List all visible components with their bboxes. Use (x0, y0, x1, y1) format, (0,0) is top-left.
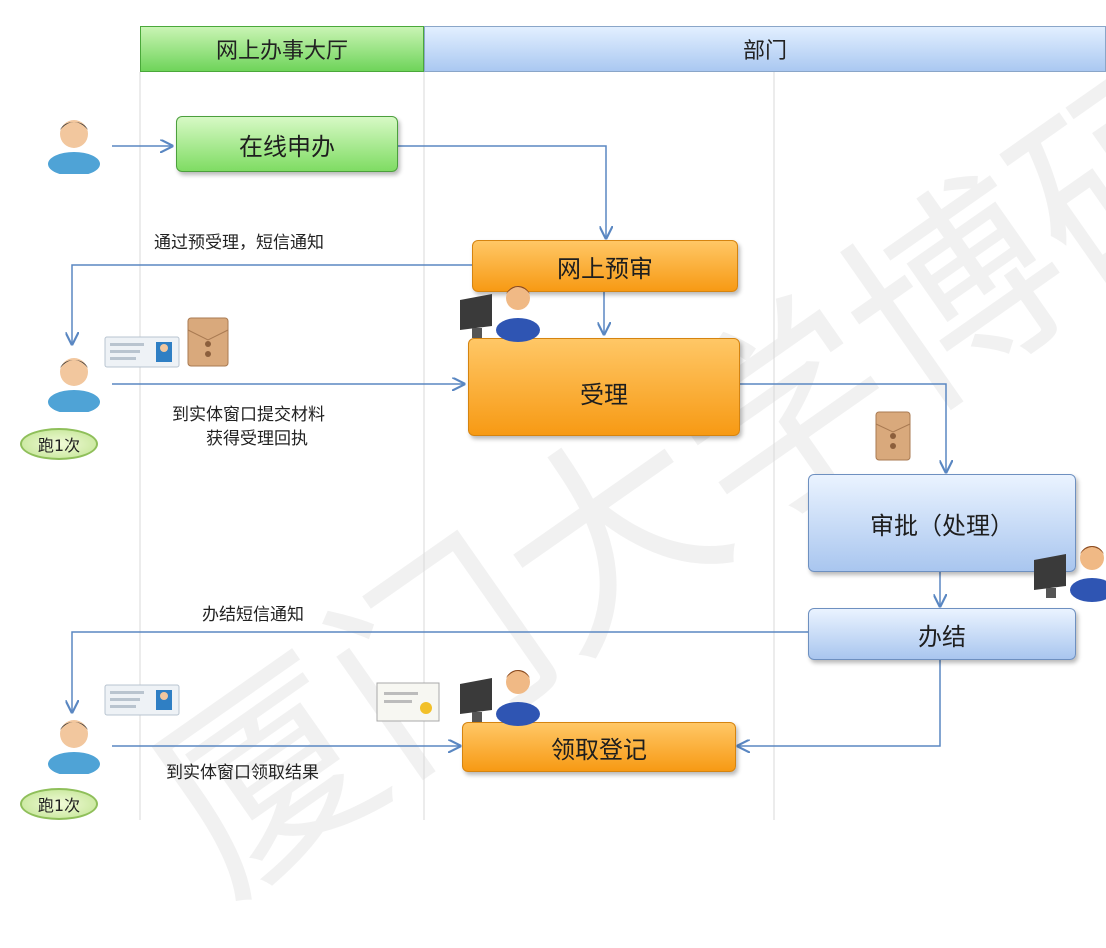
arrow-complete-to-pickup (738, 660, 941, 746)
officer-at-computer-icon (460, 670, 540, 726)
box-approve: 审批（处理） (808, 474, 1076, 572)
user-icon (48, 720, 100, 774)
officer-at-computer-icon (460, 286, 540, 342)
box-online-apply: 在线申办 (176, 116, 398, 172)
arrow-review-sms-to-user (72, 264, 472, 344)
certificate-icon (376, 682, 440, 722)
badge-run-once: 跑1次 (20, 788, 98, 820)
officer-at-computer-icon (1034, 546, 1106, 602)
box-complete: 办结 (808, 608, 1076, 660)
label-complete-sms: 办结短信通知 (202, 605, 304, 625)
envelope-icon (875, 411, 911, 461)
badge-run-once: 跑1次 (20, 428, 98, 460)
user-icon (48, 120, 100, 174)
box-pickup-register: 领取登记 (462, 722, 736, 772)
label-pre-accept-sms: 通过预受理，短信通知 (154, 233, 324, 253)
lane-header-online-hall: 网上办事大厅 (140, 26, 424, 72)
arrow-complete-sms-to-user (72, 631, 808, 712)
flowchart: 厦门大学博硕士 网上办事大厅 部门 (20, 0, 1106, 939)
envelope-icon (187, 317, 229, 367)
arrow-apply-to-review (398, 145, 606, 238)
id-card-icon (104, 336, 180, 368)
id-card-icon (104, 684, 180, 716)
lane-header-department: 部门 (424, 26, 1106, 72)
user-icon (48, 358, 100, 412)
box-accept: 受理 (468, 338, 740, 436)
arrow-accept-to-approve (740, 383, 946, 472)
box-online-review: 网上预审 (472, 240, 738, 292)
label-get-receipt: 获得受理回执 (206, 429, 308, 449)
label-submit-materials: 到实体窗口提交材料 (172, 405, 325, 425)
label-pickup-result: 到实体窗口领取结果 (166, 763, 319, 783)
